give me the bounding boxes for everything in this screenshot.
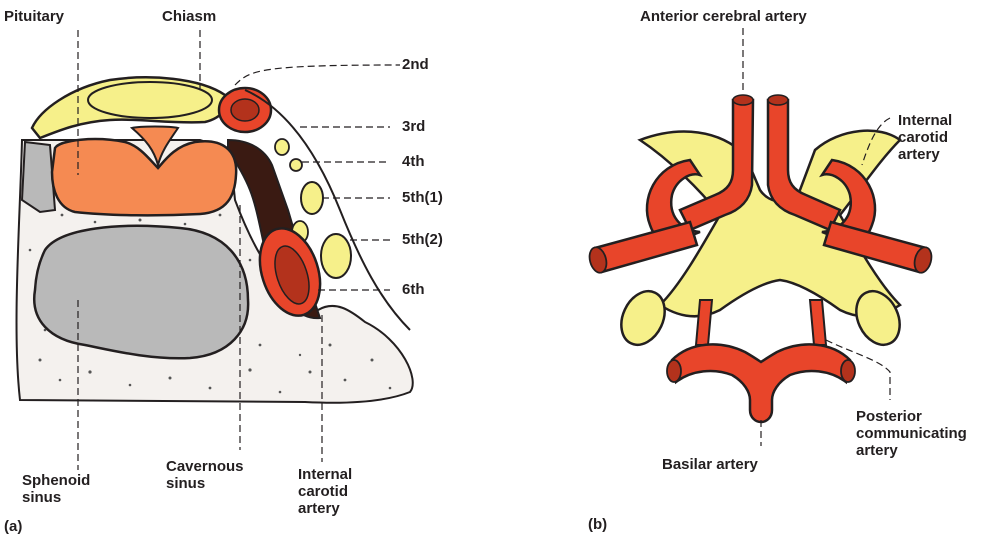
panel-b-label: (b): [588, 516, 607, 533]
posterior-communicating-right: [810, 300, 826, 345]
panel-b-drawing: [587, 28, 934, 446]
optic-nerve-cut: [88, 82, 212, 118]
label-nerve-3rd: 3rd: [402, 118, 425, 135]
label-nerve-4th: 4th: [402, 153, 425, 170]
sphenoid-sinus-shape: [34, 226, 248, 358]
middle-cerebral-artery-left: [595, 222, 697, 272]
label-nerve-2nd: 2nd: [402, 56, 429, 73]
left-bone-strip: [22, 142, 55, 212]
label-chiasm: Chiasm: [162, 8, 216, 25]
label-posterior-communicating-artery: Posterior communicating artery: [856, 408, 967, 459]
basilar-artery-shape: [672, 344, 850, 422]
label-nerve-5th-2: 5th(2): [402, 231, 443, 248]
label-pituitary: Pituitary: [4, 8, 64, 25]
optic-tract-left-end: [613, 284, 673, 352]
panel-a-drawing: [17, 30, 413, 470]
nerve-4th-oval: [290, 159, 302, 171]
label-nerve-6th: 6th: [402, 281, 425, 298]
label-nerve-5th-1: 5th(1): [402, 189, 443, 206]
nerve-3rd-oval: [275, 139, 289, 155]
label-sphenoid-sinus: Sphenoid sinus: [22, 472, 90, 506]
label-internal-carotid-artery-a: Internal carotid artery: [298, 466, 352, 517]
nerve-5th1-oval: [301, 182, 323, 214]
label-anterior-cerebral-artery: Anterior cerebral artery: [640, 8, 807, 25]
label-internal-carotid-artery-b: Internal carotid artery: [898, 112, 952, 163]
panel-a-label: (a): [4, 518, 22, 535]
posterior-communicating-left: [696, 300, 712, 345]
label-basilar-artery: Basilar artery: [662, 456, 758, 473]
label-cavernous-sinus: Cavernous sinus: [166, 458, 244, 492]
nerve-5th2-oval: [321, 234, 351, 278]
